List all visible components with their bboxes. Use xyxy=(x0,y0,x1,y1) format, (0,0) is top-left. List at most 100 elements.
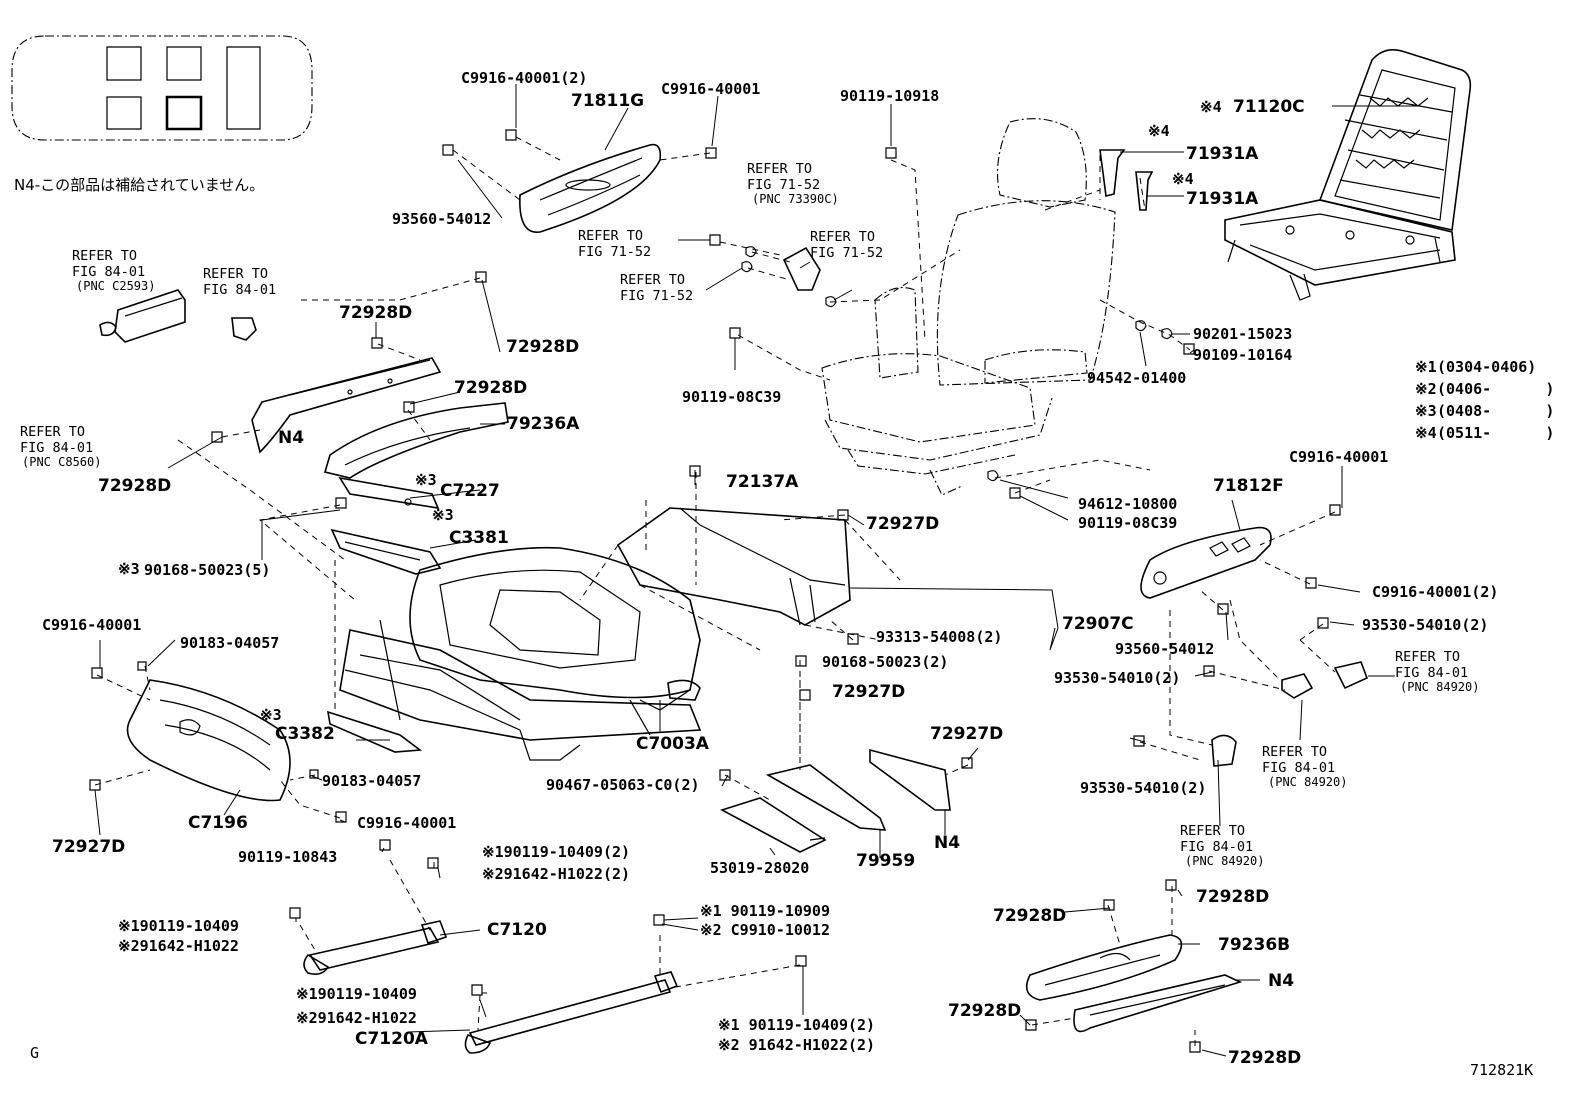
legend: ※1 (0304-0406) ※2 (0406- ) ※3 (0408- ) ※… xyxy=(1415,358,1554,442)
part-label: C7120A xyxy=(355,1029,429,1049)
part-label: 93530-54010(2) xyxy=(1362,616,1488,634)
part-label: 90119-10843 xyxy=(238,848,337,866)
part-label: ※291642-H1022(2) xyxy=(482,865,630,883)
part-label: ※2 C9910-10012 xyxy=(700,921,830,939)
cover-C7196 xyxy=(126,679,291,802)
part-label: 90119-08C39 xyxy=(682,388,781,406)
part-label: 79236A xyxy=(507,414,580,434)
part-label: 90168-50023(5) xyxy=(144,561,270,579)
refer-line: FIG 84-01 xyxy=(1180,839,1253,855)
part-label: 72928D xyxy=(1228,1048,1301,1068)
refer-line: REFER TO xyxy=(747,161,812,177)
part-label: C9916-40001 xyxy=(1289,448,1388,466)
legend-mark-2: ※2 xyxy=(1415,380,1437,398)
refer-line: (PNC 84920) xyxy=(1268,775,1347,789)
refer-note-j: REFER TO FIG 84-01 (PNC 84920) xyxy=(1180,823,1264,868)
part-label: 90183-04057 xyxy=(180,634,279,652)
not-supplied-note: N4-この部品は補給されていません。 xyxy=(14,176,264,194)
part-label: N4 xyxy=(278,428,304,448)
refer-note-b: REFER TO FIG 84-01 xyxy=(203,266,276,298)
refer-line: REFER TO xyxy=(72,248,137,264)
part-label: 93560-54012 xyxy=(392,210,491,228)
part-label: 79236B xyxy=(1218,935,1290,955)
part-label: C9916-40001(2) xyxy=(1372,583,1498,601)
refer-line: FIG 84-01 xyxy=(1262,760,1335,776)
part-label: 72928D xyxy=(993,906,1066,926)
seat-assembly-outline xyxy=(821,118,1116,496)
cover-79236B xyxy=(1025,934,1183,1001)
refer-note-f: REFER TO FIG 71-52 (PNC 73390C) xyxy=(747,161,839,206)
part-label: C9916-40001 xyxy=(357,814,456,832)
refer-note-h: REFER TO FIG 84-01 (PNC 84920) xyxy=(1395,649,1479,694)
part-label: ※190119-10409 xyxy=(296,985,417,1003)
refer-line: FIG 84-01 xyxy=(72,264,145,280)
legend-range-1: (0304-0406) xyxy=(1437,358,1536,376)
legend-mark-1: ※1 xyxy=(1415,358,1437,376)
part-label: C7227 xyxy=(440,481,500,501)
refer-line: REFER TO xyxy=(1180,823,1245,839)
refer-line: (PNC 84920) xyxy=(1400,680,1479,694)
part-label: ※1 90119-10909 xyxy=(700,902,830,920)
part-label: ※4 xyxy=(1172,170,1194,188)
part-label: 90109-10164 xyxy=(1193,346,1292,364)
part-label: ※3 xyxy=(432,506,454,524)
refer-line: FIG 71-52 xyxy=(578,244,651,260)
part-label: C7003A xyxy=(636,734,710,754)
part-label: 71931A xyxy=(1186,144,1259,164)
part-label: 72927D xyxy=(832,682,905,702)
rail-N4-upper xyxy=(251,357,442,454)
refer-note-d: REFER TO FIG 71-52 xyxy=(578,228,651,260)
part-label: 94542-01400 xyxy=(1087,369,1186,387)
part-label: 72137A xyxy=(726,472,799,492)
part-label: 79959 xyxy=(856,851,915,871)
part-label: 72928D xyxy=(454,378,527,398)
part-label: 71812F xyxy=(1213,476,1284,496)
legend-mark-4: ※4 xyxy=(1415,424,1437,442)
part-label: ※1 90119-10409(2) xyxy=(718,1016,875,1034)
part-label: C7196 xyxy=(188,813,248,833)
refer-line: REFER TO xyxy=(1395,649,1460,665)
part-label: N4 xyxy=(934,833,960,853)
part-label: 90183-04057 xyxy=(322,772,421,790)
figure-number: 712821K xyxy=(1470,1061,1533,1079)
hinge-cover-71812F xyxy=(1140,526,1272,599)
refer-line: FIG 84-01 xyxy=(203,282,276,298)
part-label: 90467-05063-C0(2) xyxy=(546,776,700,794)
bracket-79959 xyxy=(765,680,887,831)
connector-parts xyxy=(99,149,1369,767)
part-label: 72927D xyxy=(930,724,1003,744)
part-label: ※291642-H1022 xyxy=(118,937,239,955)
legend-range-4: (0511- ) xyxy=(1437,424,1554,442)
part-label: C3382 xyxy=(275,724,335,744)
bracket-C7227 xyxy=(338,476,440,510)
part-label: N4 xyxy=(1268,971,1294,991)
part-label: ※4 xyxy=(1200,98,1222,116)
bracket-C3381 xyxy=(330,528,442,575)
part-label: 72928D xyxy=(506,337,579,357)
bar-C7120A xyxy=(464,935,801,1054)
refer-line: (PNC C2593) xyxy=(76,279,155,293)
legend-mark-3: ※3 xyxy=(1415,402,1437,420)
part-label: C7120 xyxy=(487,920,547,940)
refer-line: REFER TO xyxy=(578,228,643,244)
refer-line: REFER TO xyxy=(1262,744,1327,760)
part-label: 71120C xyxy=(1233,97,1305,117)
part-label: C3381 xyxy=(449,528,509,548)
plate-53019-28020 xyxy=(719,797,827,853)
refer-line: FIG 84-01 xyxy=(1395,665,1468,681)
refer-note-c: REFER TO FIG 84-01 (PNC C8560) xyxy=(20,424,101,469)
refer-line: FIG 71-52 xyxy=(620,288,693,304)
part-label: 72928D xyxy=(98,476,171,496)
part-label: 90119-10918 xyxy=(840,87,939,105)
part-label: C9916-40001 xyxy=(42,616,141,634)
bracket-N4-lower xyxy=(869,748,951,811)
part-label: 90119-08C39 xyxy=(1078,514,1177,532)
part-label: 72928D xyxy=(339,303,412,323)
fastener-icons xyxy=(89,129,1341,1053)
part-label: C9916-40001 xyxy=(661,80,760,98)
cover-79236A xyxy=(323,402,509,479)
leader-lines xyxy=(94,84,1420,1057)
refer-line: REFER TO xyxy=(203,266,268,282)
refer-line: (PNC 84920) xyxy=(1185,854,1264,868)
